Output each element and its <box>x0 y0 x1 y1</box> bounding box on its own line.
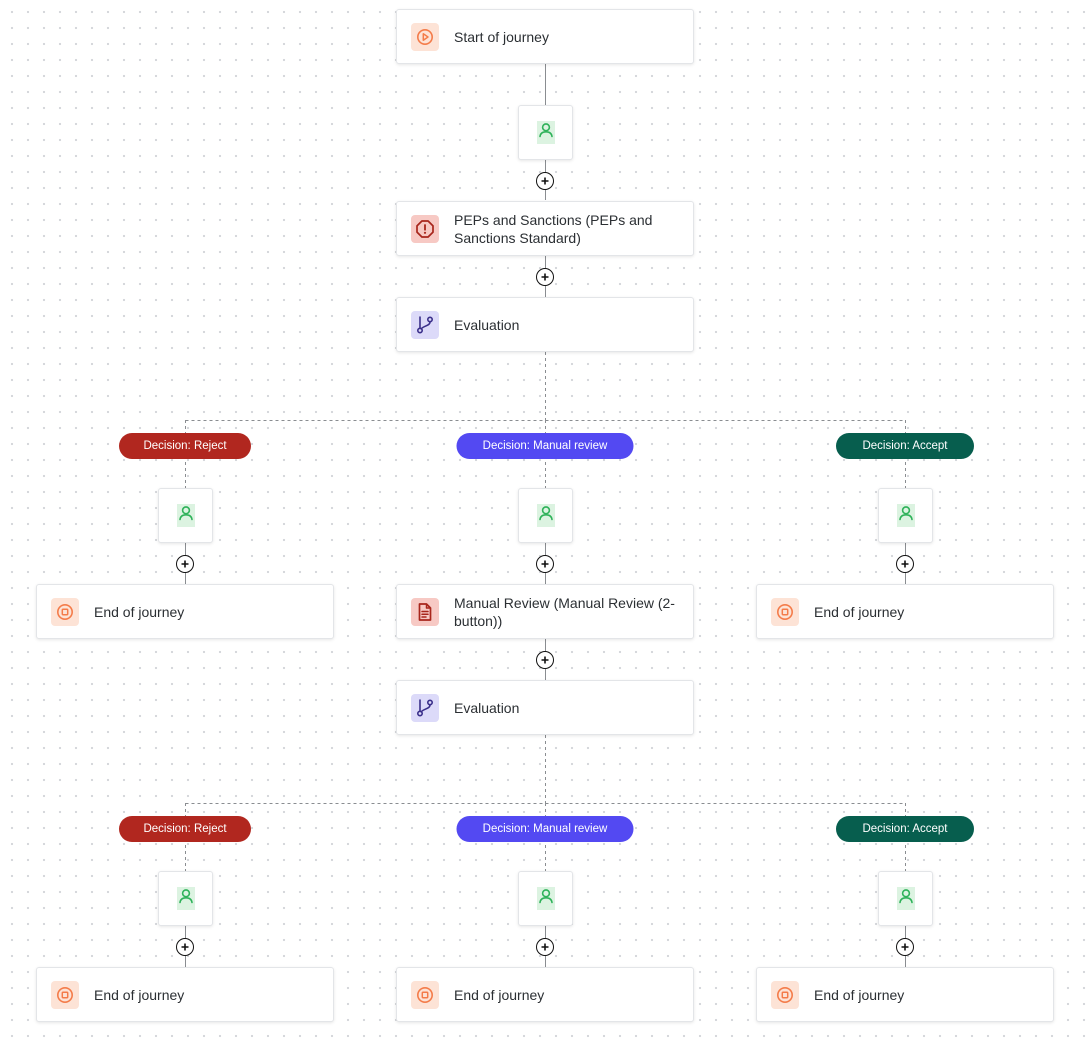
end-of-journey-node[interactable]: End of journey <box>756 967 1054 1022</box>
stop-icon <box>771 980 799 1009</box>
add-step-button[interactable] <box>896 555 914 573</box>
node-label: Start of journey <box>454 28 549 45</box>
user-step-node[interactable] <box>158 871 213 926</box>
manual-review-node[interactable]: Manual Review (Manual Review (2-button)) <box>396 584 694 639</box>
stop-icon <box>411 980 439 1009</box>
end-of-journey-node[interactable]: End of journey <box>36 967 334 1022</box>
end-of-journey-node[interactable]: End of journey <box>36 584 334 639</box>
add-step-button[interactable] <box>176 938 194 956</box>
start-node[interactable]: Start of journey <box>396 9 694 64</box>
end-of-journey-node[interactable]: End of journey <box>396 967 694 1022</box>
decision-accept-badge: Decision: Accept <box>836 816 974 842</box>
evaluation-node[interactable]: Evaluation <box>396 297 694 352</box>
user-icon <box>536 887 555 910</box>
user-step-node[interactable] <box>518 871 573 926</box>
play-icon <box>411 22 439 51</box>
add-step-button[interactable] <box>536 938 554 956</box>
git-branch-icon <box>411 310 439 339</box>
node-label: End of journey <box>454 986 545 1003</box>
document-icon <box>411 597 439 626</box>
node-label: End of journey <box>94 986 185 1003</box>
user-step-node[interactable] <box>158 488 213 543</box>
user-icon <box>176 887 195 910</box>
add-step-button[interactable] <box>536 172 554 190</box>
add-step-button[interactable] <box>176 555 194 573</box>
user-icon <box>536 121 555 144</box>
user-icon <box>896 887 915 910</box>
decision-accept-badge: Decision: Accept <box>836 433 974 459</box>
user-icon <box>176 504 195 527</box>
node-label: Evaluation <box>454 316 520 333</box>
stop-icon <box>51 980 79 1009</box>
decision-manual-review-badge: Decision: Manual review <box>456 433 634 459</box>
user-step-node[interactable] <box>518 488 573 543</box>
add-step-button[interactable] <box>536 268 554 286</box>
decision-reject-badge: Decision: Reject <box>119 816 251 842</box>
git-branch-icon <box>411 693 439 722</box>
alert-octagon-icon <box>411 214 439 243</box>
user-step-node[interactable] <box>878 871 933 926</box>
add-step-button[interactable] <box>896 938 914 956</box>
add-step-button[interactable] <box>536 555 554 573</box>
end-of-journey-node[interactable]: End of journey <box>756 584 1054 639</box>
user-step-node[interactable] <box>878 488 933 543</box>
node-label: End of journey <box>94 603 185 620</box>
node-label: End of journey <box>814 603 905 620</box>
decision-reject-badge: Decision: Reject <box>119 433 251 459</box>
stop-icon <box>771 597 799 626</box>
peps-sanctions-node[interactable]: PEPs and Sanctions (PEPs and Sanctions S… <box>396 201 694 256</box>
decision-manual-review-badge: Decision: Manual review <box>456 816 634 842</box>
user-icon <box>896 504 915 527</box>
node-label: PEPs and Sanctions (PEPs and Sanctions S… <box>454 211 653 246</box>
stop-icon <box>51 597 79 626</box>
evaluation-node[interactable]: Evaluation <box>396 680 694 735</box>
node-label: Evaluation <box>454 699 520 716</box>
node-label: Manual Review (Manual Review (2-button)) <box>454 594 675 629</box>
add-step-button[interactable] <box>536 651 554 669</box>
node-label: End of journey <box>814 986 905 1003</box>
user-icon <box>536 504 555 527</box>
user-step-node[interactable] <box>518 105 573 160</box>
